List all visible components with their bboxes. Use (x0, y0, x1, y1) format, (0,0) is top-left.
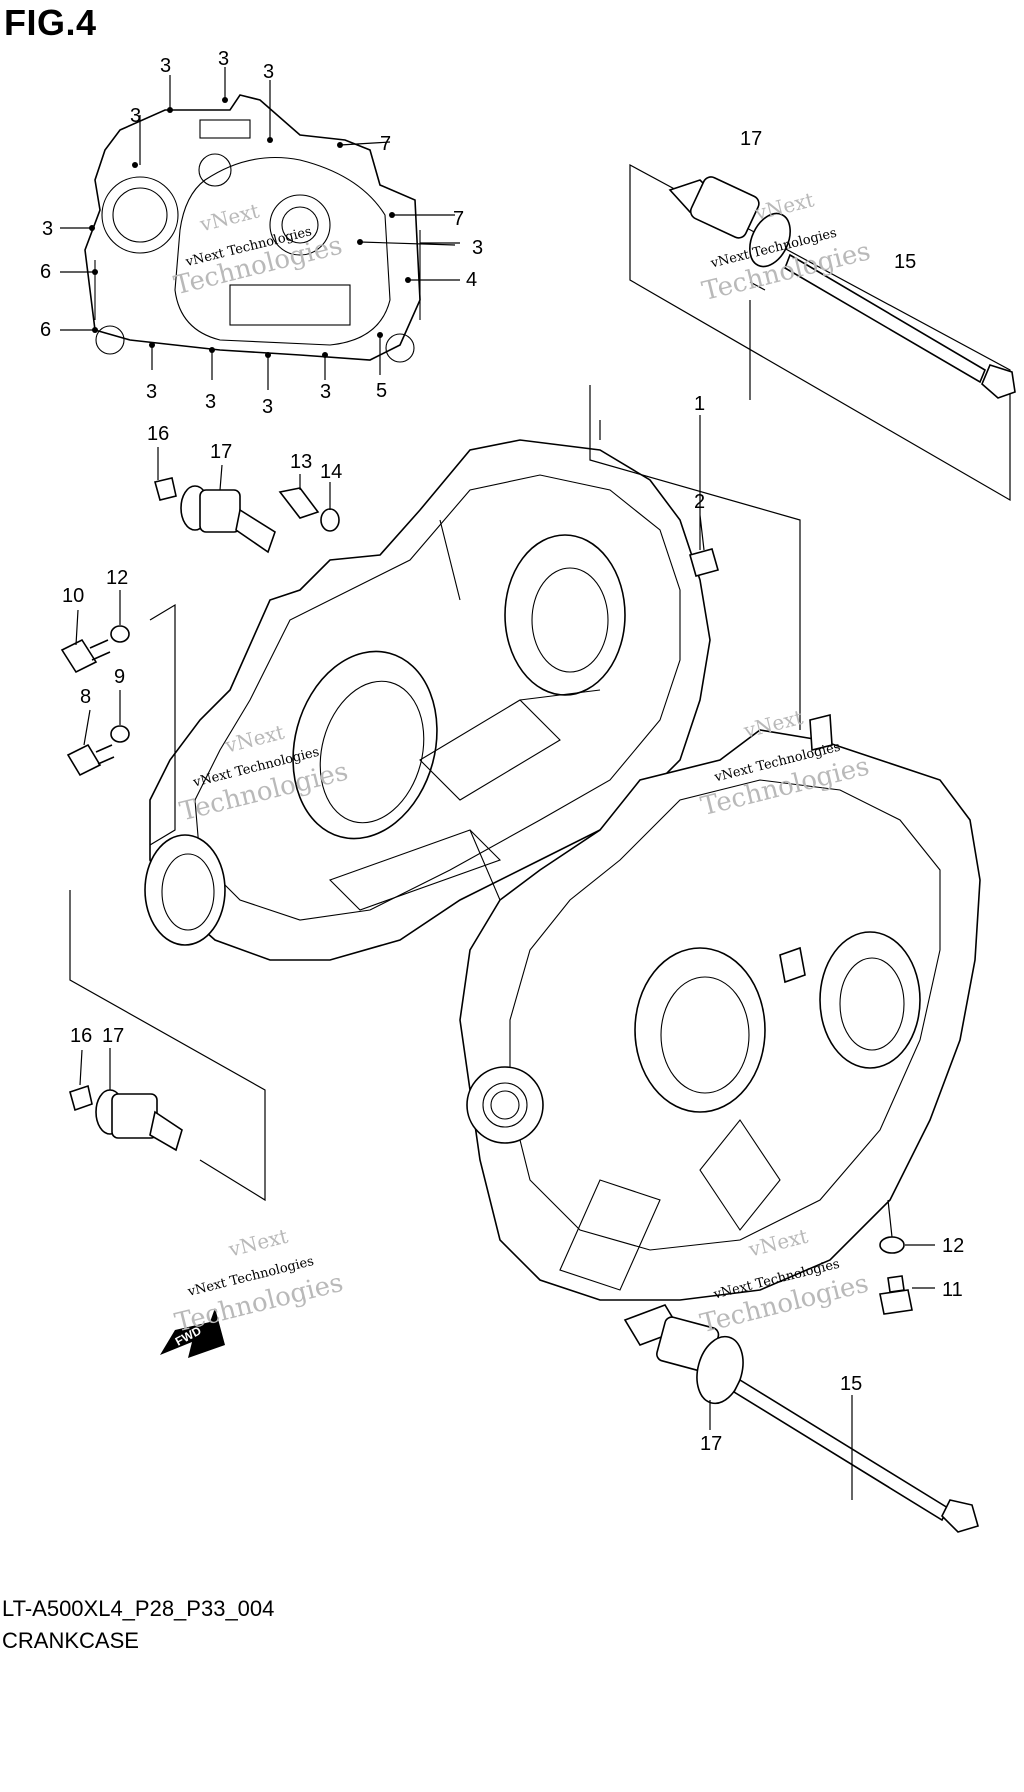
dowel-pin-2 (689, 548, 719, 577)
callout-2: 2 (694, 491, 705, 513)
callout-15a: 15 (894, 251, 916, 273)
callout-4: 4 (466, 269, 477, 291)
inset-crankcase-view (60, 67, 460, 390)
svg-text:vNext: vNext (225, 1224, 290, 1262)
callout-11: 11 (942, 1279, 963, 1301)
diagram-name: CRANKCASE (2, 1628, 139, 1653)
right-crankcase-half (459, 713, 981, 1301)
callout-3i: 3 (262, 396, 273, 418)
callout-3c: 3 (263, 61, 274, 83)
callout-3f: 3 (472, 237, 483, 259)
callout-3a: 3 (160, 55, 171, 77)
callout-3j: 3 (320, 381, 331, 403)
callout-16a: 16 (147, 423, 169, 445)
bolts-8-10 (60, 603, 176, 846)
washer-12-bolt-11 (879, 1236, 913, 1315)
callout-8: 8 (80, 686, 91, 708)
dowel-16-17-lower (69, 890, 266, 1202)
callout-3e: 3 (42, 218, 53, 240)
inset-callouts: 3 3 3 3 3 7 7 3 4 3 6 6 5 3 3 3 3 (40, 48, 483, 418)
callout-3b: 3 (218, 48, 229, 70)
upper-bolt-assembly (629, 163, 1016, 502)
callout-3d: 3 (130, 105, 141, 127)
main-callouts: 1 2 13 14 16 17 10 12 8 9 17 15 16 17 12… (62, 128, 964, 1455)
callout-9: 9 (114, 666, 125, 688)
callout-3h: 3 (205, 391, 216, 413)
callout-6b: 6 (40, 319, 51, 341)
jet-13-and-oring-14 (278, 487, 340, 532)
figure-title: FIG.4 (4, 2, 97, 43)
lower-bolt-assembly (623, 1304, 979, 1533)
diagram-code: LT-A500XL4_P28_P33_004 (2, 1596, 275, 1621)
callout-13: 13 (290, 451, 312, 473)
callout-6a: 6 (40, 261, 51, 283)
callout-10: 10 (62, 585, 84, 607)
callout-5: 5 (376, 380, 387, 402)
callout-15b: 15 (840, 1373, 862, 1395)
watermark-lower-left: vNext vNext Technologies Technologies (172, 1224, 346, 1339)
callout-3g: 3 (146, 381, 157, 403)
callout-7a: 7 (380, 133, 391, 155)
callout-12b: 12 (942, 1235, 964, 1257)
callout-7b: 7 (453, 208, 464, 230)
callout-17a: 17 (210, 441, 232, 463)
dowel-16-17-upper (154, 477, 276, 554)
leader-lines (75, 281, 935, 1500)
callout-17c: 17 (102, 1025, 124, 1047)
callout-14: 14 (320, 461, 342, 483)
callout-1: 1 (694, 393, 705, 415)
callout-17b: 17 (740, 128, 762, 150)
callout-16b: 16 (70, 1025, 92, 1047)
callout-17d: 17 (700, 1433, 722, 1455)
callout-12a: 12 (106, 567, 128, 589)
left-crankcase-half (144, 439, 711, 961)
